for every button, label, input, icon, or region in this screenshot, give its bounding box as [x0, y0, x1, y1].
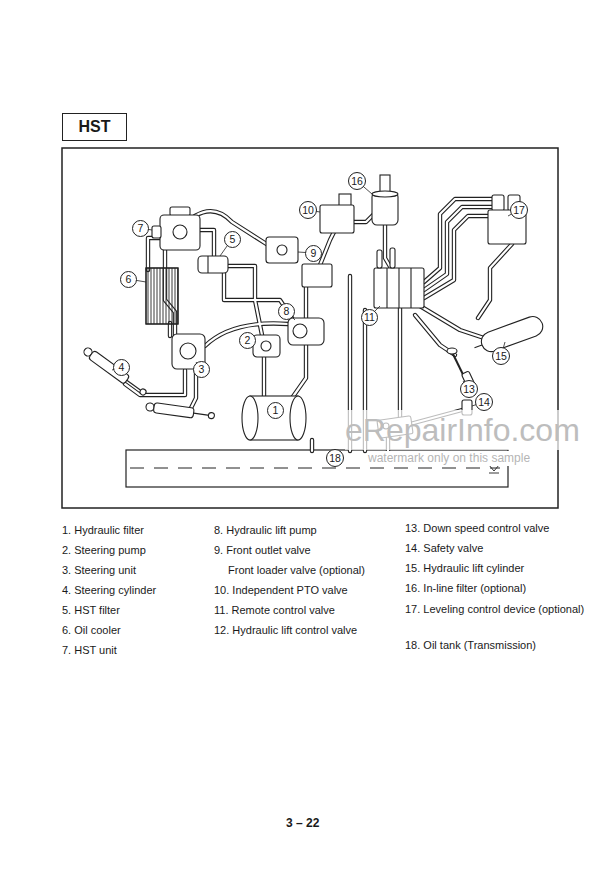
callout-number: 5	[224, 231, 241, 248]
watermark: eRepairInfo.com	[345, 410, 580, 450]
section-title-box: HST	[62, 113, 127, 141]
part-list-item: 7. HST unit	[62, 644, 117, 658]
components	[82, 175, 546, 440]
watermark-note: watermark only on this sample	[368, 451, 530, 466]
callout-number: 16	[348, 172, 366, 190]
part-list-item: 16. In-line filter (optional)	[405, 582, 526, 596]
part-list-item: 6. Oil cooler	[62, 624, 121, 638]
callout-text: 15	[495, 351, 507, 362]
part-list-item: 3. Steering unit	[62, 564, 136, 578]
callout-text: 3	[199, 364, 205, 375]
section-title: HST	[79, 119, 111, 135]
callout-number: 9	[305, 245, 322, 262]
part-list-item: Front loader valve (optional)	[228, 564, 365, 578]
part-list-item: 17. Leveling control device (optional)	[405, 601, 592, 618]
callout-text: 13	[463, 384, 475, 395]
callout-number: 10	[299, 201, 317, 219]
diagram-frame	[62, 148, 558, 508]
part-list-item: 11. Remote control valve	[214, 604, 335, 618]
callout-text: 2	[245, 335, 251, 346]
callout-text: 1	[273, 405, 279, 416]
callout-number: 11	[361, 309, 378, 326]
part-list-item: 2. Steering pump	[62, 544, 146, 558]
callout-number: 17	[510, 201, 528, 219]
callout-text: 9	[311, 248, 317, 259]
callout-text: 16	[351, 176, 363, 187]
part-list-item: 18. Oil tank (Transmission)	[405, 639, 536, 653]
callout-text: 5	[230, 234, 236, 245]
callout-text: 11	[364, 312, 375, 323]
part-list-item: 13. Down speed control valve	[405, 522, 549, 536]
callout-text: 17	[513, 205, 525, 216]
callout-text: 14	[478, 397, 490, 408]
part-list-item: 4. Steering cylinder	[62, 584, 156, 598]
callout-number: 7	[132, 220, 149, 237]
callout-number: 8	[278, 303, 295, 320]
callout-number: 14	[475, 393, 493, 411]
callout-number: 15	[492, 347, 510, 365]
part-list-item: 10. Independent PTO valve	[214, 584, 348, 598]
page-number: 3 – 22	[286, 816, 319, 831]
callout-number: 1	[267, 402, 284, 419]
part-list-item: 1. Hydraulic filter	[62, 524, 144, 538]
part-list-item: 15. Hydraulic lift cylinder	[405, 562, 524, 576]
part-list-item: 9. Front outlet valve	[214, 544, 311, 558]
part-list-item: 14. Safety valve	[405, 542, 483, 556]
callout-number: 13	[460, 380, 478, 398]
callout-number: 3	[193, 361, 210, 378]
part-list-item: 12. Hydraulic lift control valve	[214, 624, 357, 638]
callout-text: 7	[138, 223, 144, 234]
leader-lines	[112, 181, 519, 406]
callout-text: 8	[284, 306, 290, 317]
callout-number: 4	[113, 359, 130, 376]
callout-text: 18	[329, 453, 341, 464]
callout-text: 6	[126, 274, 132, 285]
callout-number: 2	[239, 332, 256, 349]
callout-number: 18	[326, 449, 344, 467]
callout-text: 10	[302, 205, 314, 216]
callout-number: 6	[120, 271, 137, 288]
part-list-item: 8. Hydraulic lift pump	[214, 524, 317, 538]
part-list-item: 5. HST filter	[62, 604, 120, 618]
callout-text: 4	[119, 362, 125, 373]
